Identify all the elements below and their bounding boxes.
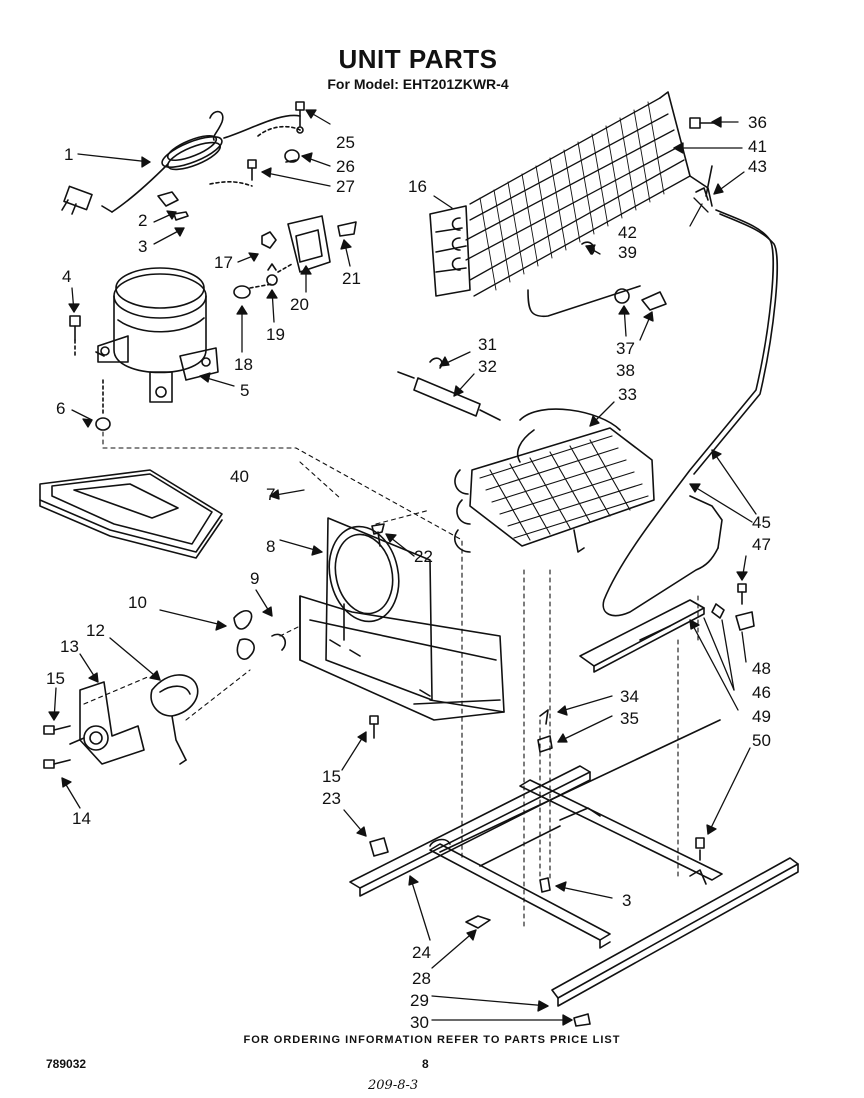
handwritten-note: 209-8-3 [368, 1078, 419, 1093]
cord-clip-part [157, 191, 189, 221]
shroud-screw [371, 523, 385, 547]
callout-34: 34 [620, 687, 639, 706]
callout-15: 15 [46, 669, 65, 688]
callout-32: 32 [478, 357, 497, 376]
callout-3-lower: 3 [622, 891, 631, 910]
callout-8: 8 [266, 537, 275, 556]
base-frame-part [349, 719, 799, 1007]
callout-14: 14 [72, 809, 91, 828]
assembly-reference-lines [83, 431, 699, 931]
relay-overload-parts [233, 215, 357, 299]
callout-3: 3 [138, 237, 147, 256]
callout-21: 21 [342, 269, 361, 288]
callout-27: 27 [336, 177, 355, 196]
callout-39: 39 [618, 243, 637, 262]
callout-50: 50 [752, 731, 771, 750]
callout-1: 1 [64, 145, 73, 164]
condenser-part [429, 91, 713, 318]
callout-22: 22 [414, 547, 433, 566]
heat-exchanger-tube-part [602, 209, 778, 617]
callout-23: 23 [322, 789, 341, 808]
callout-5: 5 [240, 381, 249, 400]
condenser-screw [689, 117, 715, 129]
relay-screws [209, 101, 305, 187]
callout-17: 17 [214, 253, 233, 272]
callout-16: 16 [408, 177, 427, 196]
callout-19: 19 [266, 325, 285, 344]
callout-35: 35 [620, 709, 639, 728]
callout-13: 13 [60, 637, 79, 656]
tube-bracket-part [579, 583, 755, 673]
callout-10: 10 [128, 593, 147, 612]
page-title: UNIT PARTS [338, 44, 498, 74]
base-hardware [465, 709, 591, 1027]
callout-48: 48 [752, 659, 771, 678]
callout-41: 41 [748, 137, 767, 156]
leader-lines [48, 109, 757, 1026]
callout-9: 9 [250, 569, 259, 588]
callout-numbers: 1 2 3 4 5 6 7 8 9 10 12 13 14 15 15 16 1… [46, 113, 771, 1032]
callout-25: 25 [336, 133, 355, 152]
callout-30: 30 [410, 1013, 429, 1032]
callout-28: 28 [412, 969, 431, 988]
callout-43: 43 [748, 157, 767, 176]
compressor-mount-hardware [69, 315, 111, 431]
page-number: 8 [422, 1057, 429, 1071]
callout-4: 4 [62, 267, 71, 286]
callout-2: 2 [138, 211, 147, 230]
callout-7: 7 [266, 485, 275, 504]
callout-18: 18 [234, 355, 253, 374]
compressor-part [95, 267, 219, 403]
condenser-fan-motor-part [43, 610, 287, 769]
power-cord-part [61, 110, 301, 215]
model-line: For Model: EHT201ZKWR-4 [327, 76, 509, 92]
callout-26: 26 [336, 157, 355, 176]
callout-20: 20 [290, 295, 309, 314]
callout-49: 49 [752, 707, 771, 726]
callout-24: 24 [412, 943, 431, 962]
wire-clip-part [369, 837, 389, 857]
callout-40: 40 [230, 467, 249, 486]
callout-15-lower: 15 [322, 767, 341, 786]
drain-pan-part [39, 469, 223, 559]
condenser-clips [581, 165, 713, 311]
callout-36: 36 [748, 113, 767, 132]
fan-shroud-part [299, 517, 505, 721]
evaporator-part [454, 408, 655, 553]
callout-46: 46 [752, 683, 771, 702]
callout-33: 33 [618, 385, 637, 404]
callout-47: 47 [752, 535, 771, 554]
callout-38: 38 [616, 361, 635, 380]
callout-12: 12 [86, 621, 105, 640]
callout-31: 31 [478, 335, 497, 354]
callout-37: 37 [616, 339, 635, 358]
ordering-note: FOR ORDERING INFORMATION REFER TO PARTS … [243, 1034, 621, 1046]
callout-45: 45 [752, 513, 771, 532]
callout-42: 42 [618, 223, 637, 242]
callout-6: 6 [56, 399, 65, 418]
callout-29: 29 [410, 991, 429, 1010]
fan-bracket-screw [369, 715, 379, 739]
document-number: 789032 [46, 1057, 87, 1071]
